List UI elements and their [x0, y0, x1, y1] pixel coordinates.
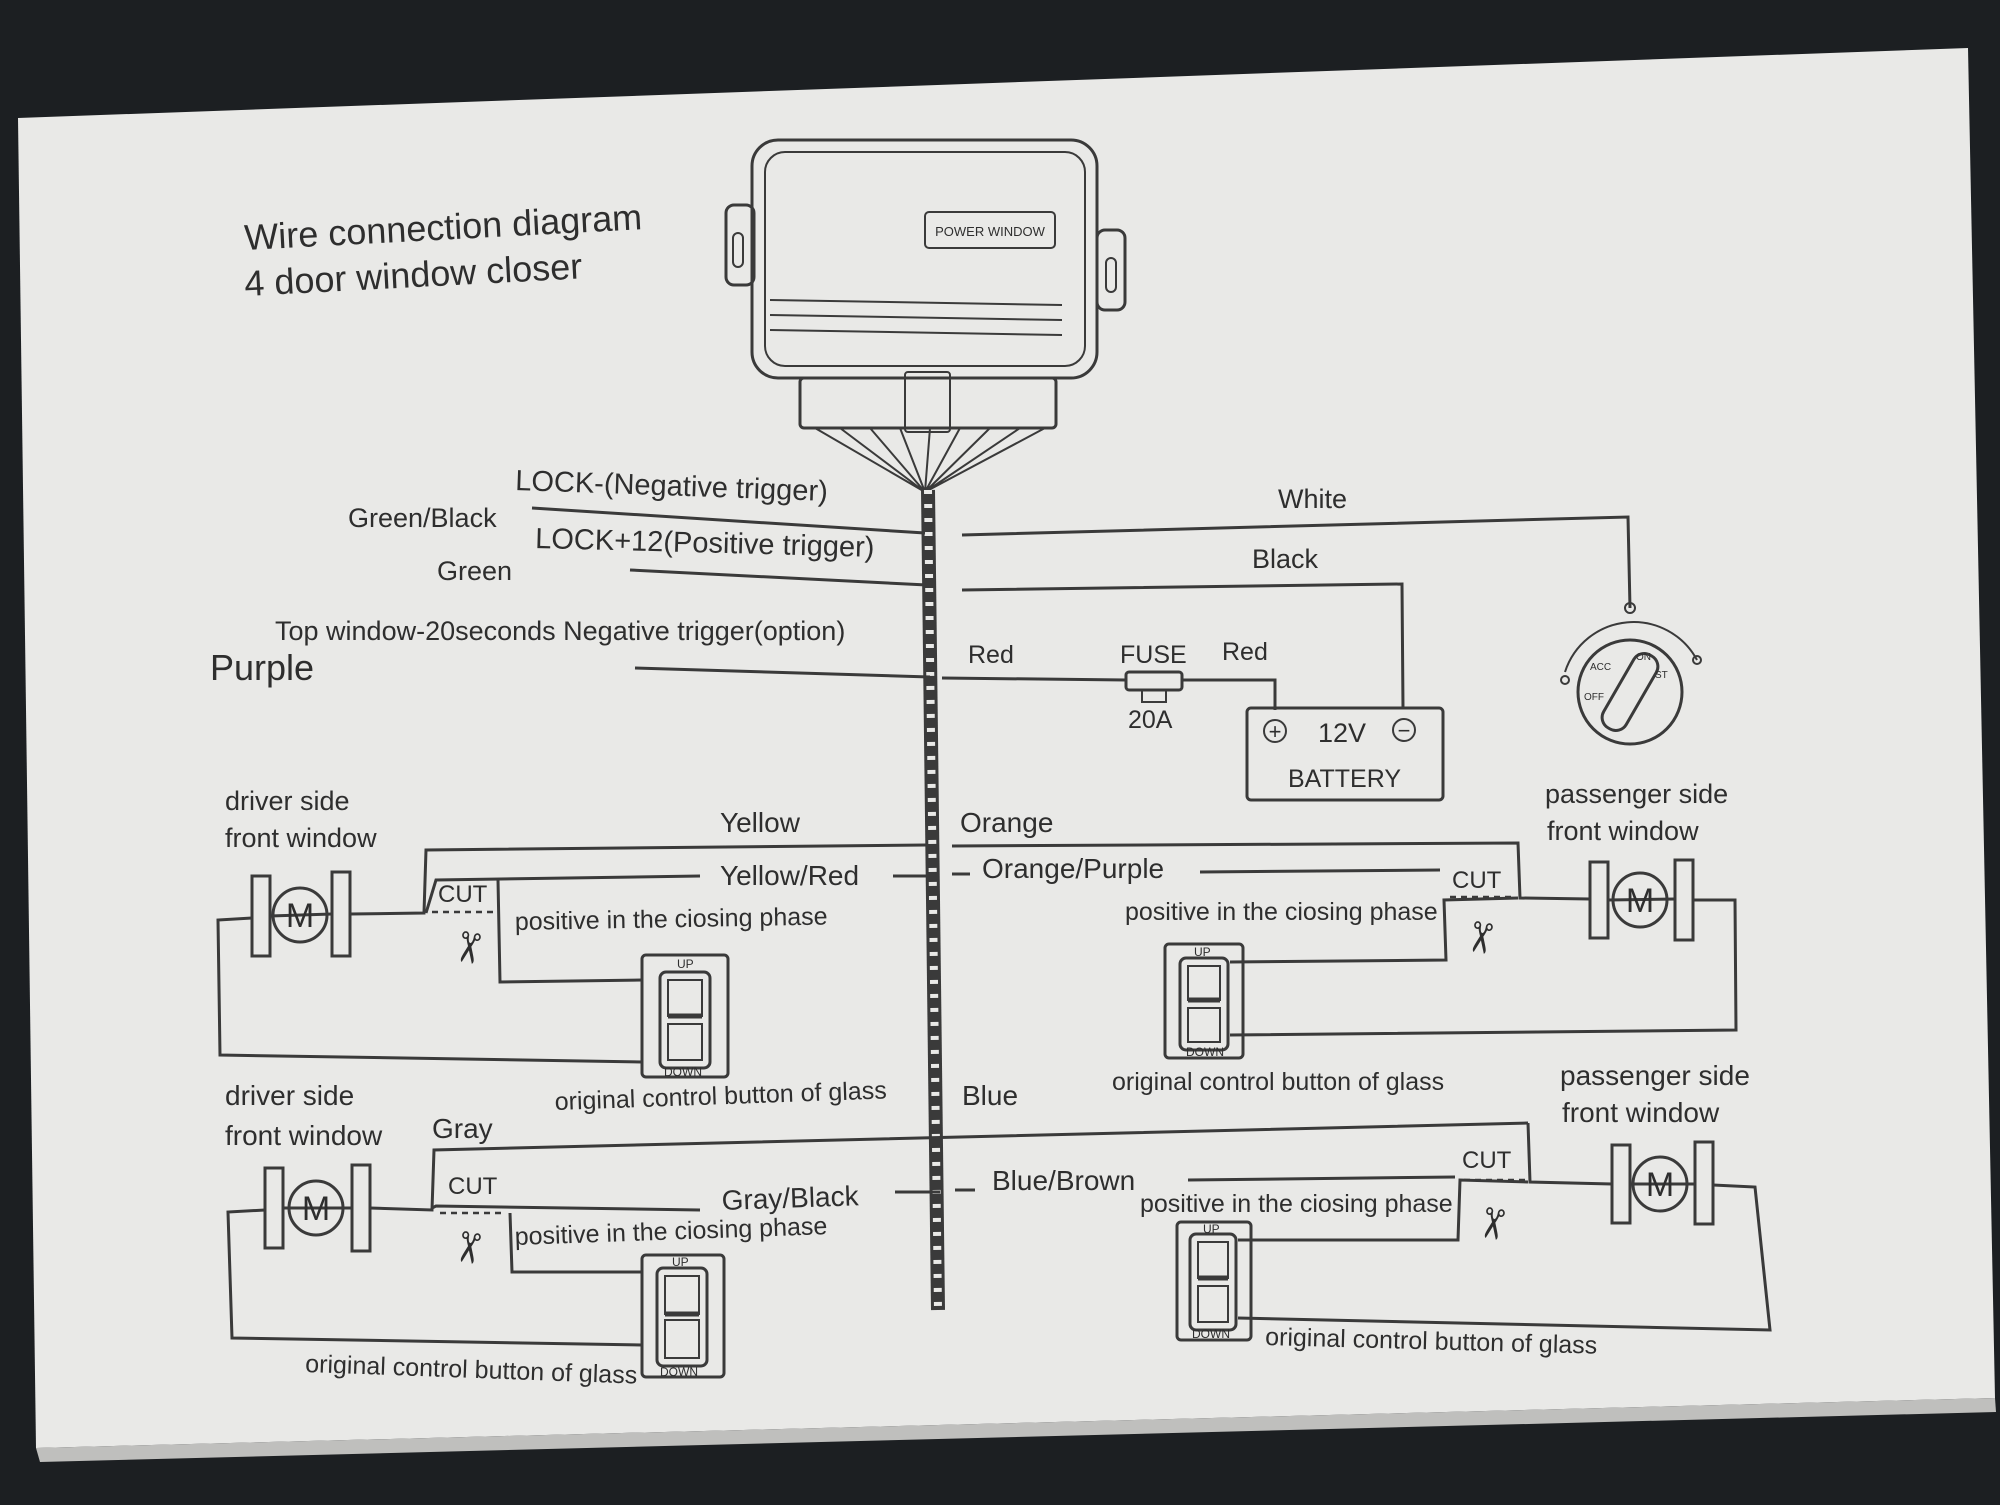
wire-harness: [921, 489, 945, 1311]
passenger-front-cut: CUT: [1452, 867, 1502, 894]
passenger-front-phase: positive in the ciosing phase: [1125, 898, 1438, 926]
passenger-rear-wire1: Blue: [962, 1080, 1018, 1111]
passenger-rear-wire2: Blue/Brown: [992, 1165, 1135, 1196]
driver-rear-up: UP: [672, 1255, 689, 1269]
driver-front-scissors-icon: ✂: [442, 926, 494, 969]
passenger-front-wire1: Orange: [960, 807, 1053, 838]
label-red-right: Red: [1222, 638, 1268, 666]
battery-minus-sign: −: [1398, 718, 1411, 743]
ignition-st: ST: [1655, 670, 1668, 681]
passenger-rear-title1: passenger side: [1560, 1060, 1750, 1091]
label-green-black: Green/Black: [348, 503, 497, 533]
passenger-front-motor-label: M: [1626, 882, 1654, 920]
passenger-rear-scissors-icon: ✂: [1466, 1202, 1518, 1245]
passenger-front-up: UP: [1194, 945, 1211, 959]
driver-rear-motor-icon: [287, 1179, 345, 1237]
ignition-switch: [1560, 602, 1702, 746]
driver-rear-window-button: [640, 1253, 726, 1379]
label-black: Black: [1252, 544, 1319, 574]
passenger-rear-title2: front window: [1562, 1097, 1720, 1128]
battery: [1245, 706, 1445, 802]
control-module: POWER WINDOW: [724, 138, 1127, 493]
ignition-on: ON: [1636, 652, 1651, 663]
ignition-acc: ACC: [1590, 662, 1611, 673]
door-driver-front: driver side front window M Yellow Yellow…: [216, 786, 938, 1116]
paper-sheet: [18, 48, 1995, 1448]
label-fuse: FUSE: [1120, 641, 1187, 669]
driver-rear-wire1: Gray: [432, 1113, 493, 1144]
door-passenger-rear: passenger side front window M Blue Blue/…: [955, 1060, 1772, 1360]
passenger-front-wire2: Orange/Purple: [982, 853, 1164, 884]
passenger-front-title1: passenger side: [1545, 779, 1728, 809]
ignition-off: OFF: [1584, 692, 1604, 703]
driver-front-title1: driver side: [225, 786, 350, 816]
passenger-front-down: DOWN: [1186, 1045, 1224, 1059]
passenger-rear-motor-icon: [1631, 1155, 1689, 1213]
passenger-rear-up: UP: [1203, 1222, 1220, 1236]
driver-rear-down: DOWN: [660, 1365, 698, 1379]
driver-front-title2: front window: [225, 823, 377, 853]
driver-front-motor-label: M: [286, 897, 314, 935]
driver-rear-wire2: Gray/Black: [721, 1180, 860, 1216]
label-fuse-rating: 20A: [1128, 706, 1173, 734]
battery-voltage: 12V: [1318, 718, 1366, 748]
driver-rear-title2: front window: [225, 1120, 383, 1151]
passenger-rear-phase: positive in the ciosing phase: [1140, 1190, 1453, 1218]
battery-plus-sign: +: [1269, 719, 1282, 744]
passenger-rear-motor-label: M: [1646, 1166, 1674, 1204]
driver-rear-cut: CUT: [448, 1173, 498, 1200]
passenger-front-window-button: [1163, 942, 1245, 1060]
paper-shadow-edge: [36, 1398, 1996, 1462]
door-driver-rear: driver side front window M Gray Gray/Bla…: [225, 1080, 1529, 1390]
passenger-rear-window-button: [1175, 1220, 1253, 1342]
passenger-rear-cut: CUT: [1462, 1147, 1512, 1174]
driver-front-wire1: Yellow: [720, 807, 801, 838]
driver-front-down: DOWN: [664, 1065, 702, 1079]
driver-front-cut: CUT: [438, 881, 488, 908]
fuse: [1124, 670, 1184, 703]
passenger-front-scissors-icon: ✂: [1454, 916, 1506, 959]
label-top-window: Top window-20seconds Negative trigger(op…: [275, 616, 845, 646]
driver-front-window-button: [640, 953, 730, 1079]
driver-rear-scissors-icon: ✂: [442, 1226, 494, 1269]
label-white: White: [1278, 484, 1347, 514]
door-passenger-front: passenger side front window M Orange Ora…: [951, 779, 1738, 1096]
battery-label: BATTERY: [1288, 765, 1401, 793]
driver-front-motor-icon: [271, 886, 329, 944]
label-green: Green: [437, 556, 512, 586]
driver-front-phase: positive in the ciosing phase: [515, 903, 828, 936]
label-purple: Purple: [210, 647, 314, 688]
passenger-front-button-label: original control button of glass: [1112, 1068, 1444, 1096]
passenger-front-title2: front window: [1547, 816, 1699, 846]
module-label: POWER WINDOW: [935, 224, 1045, 239]
passenger-rear-down: DOWN: [1192, 1327, 1230, 1341]
driver-front-wire2: Yellow/Red: [720, 860, 859, 891]
driver-rear-title1: driver side: [225, 1080, 354, 1111]
passenger-front-motor-icon: [1611, 871, 1669, 929]
label-red-left: Red: [968, 641, 1014, 669]
driver-front-up: UP: [677, 957, 694, 971]
input-wires: [531, 506, 1632, 710]
driver-rear-motor-label: M: [302, 1190, 330, 1228]
